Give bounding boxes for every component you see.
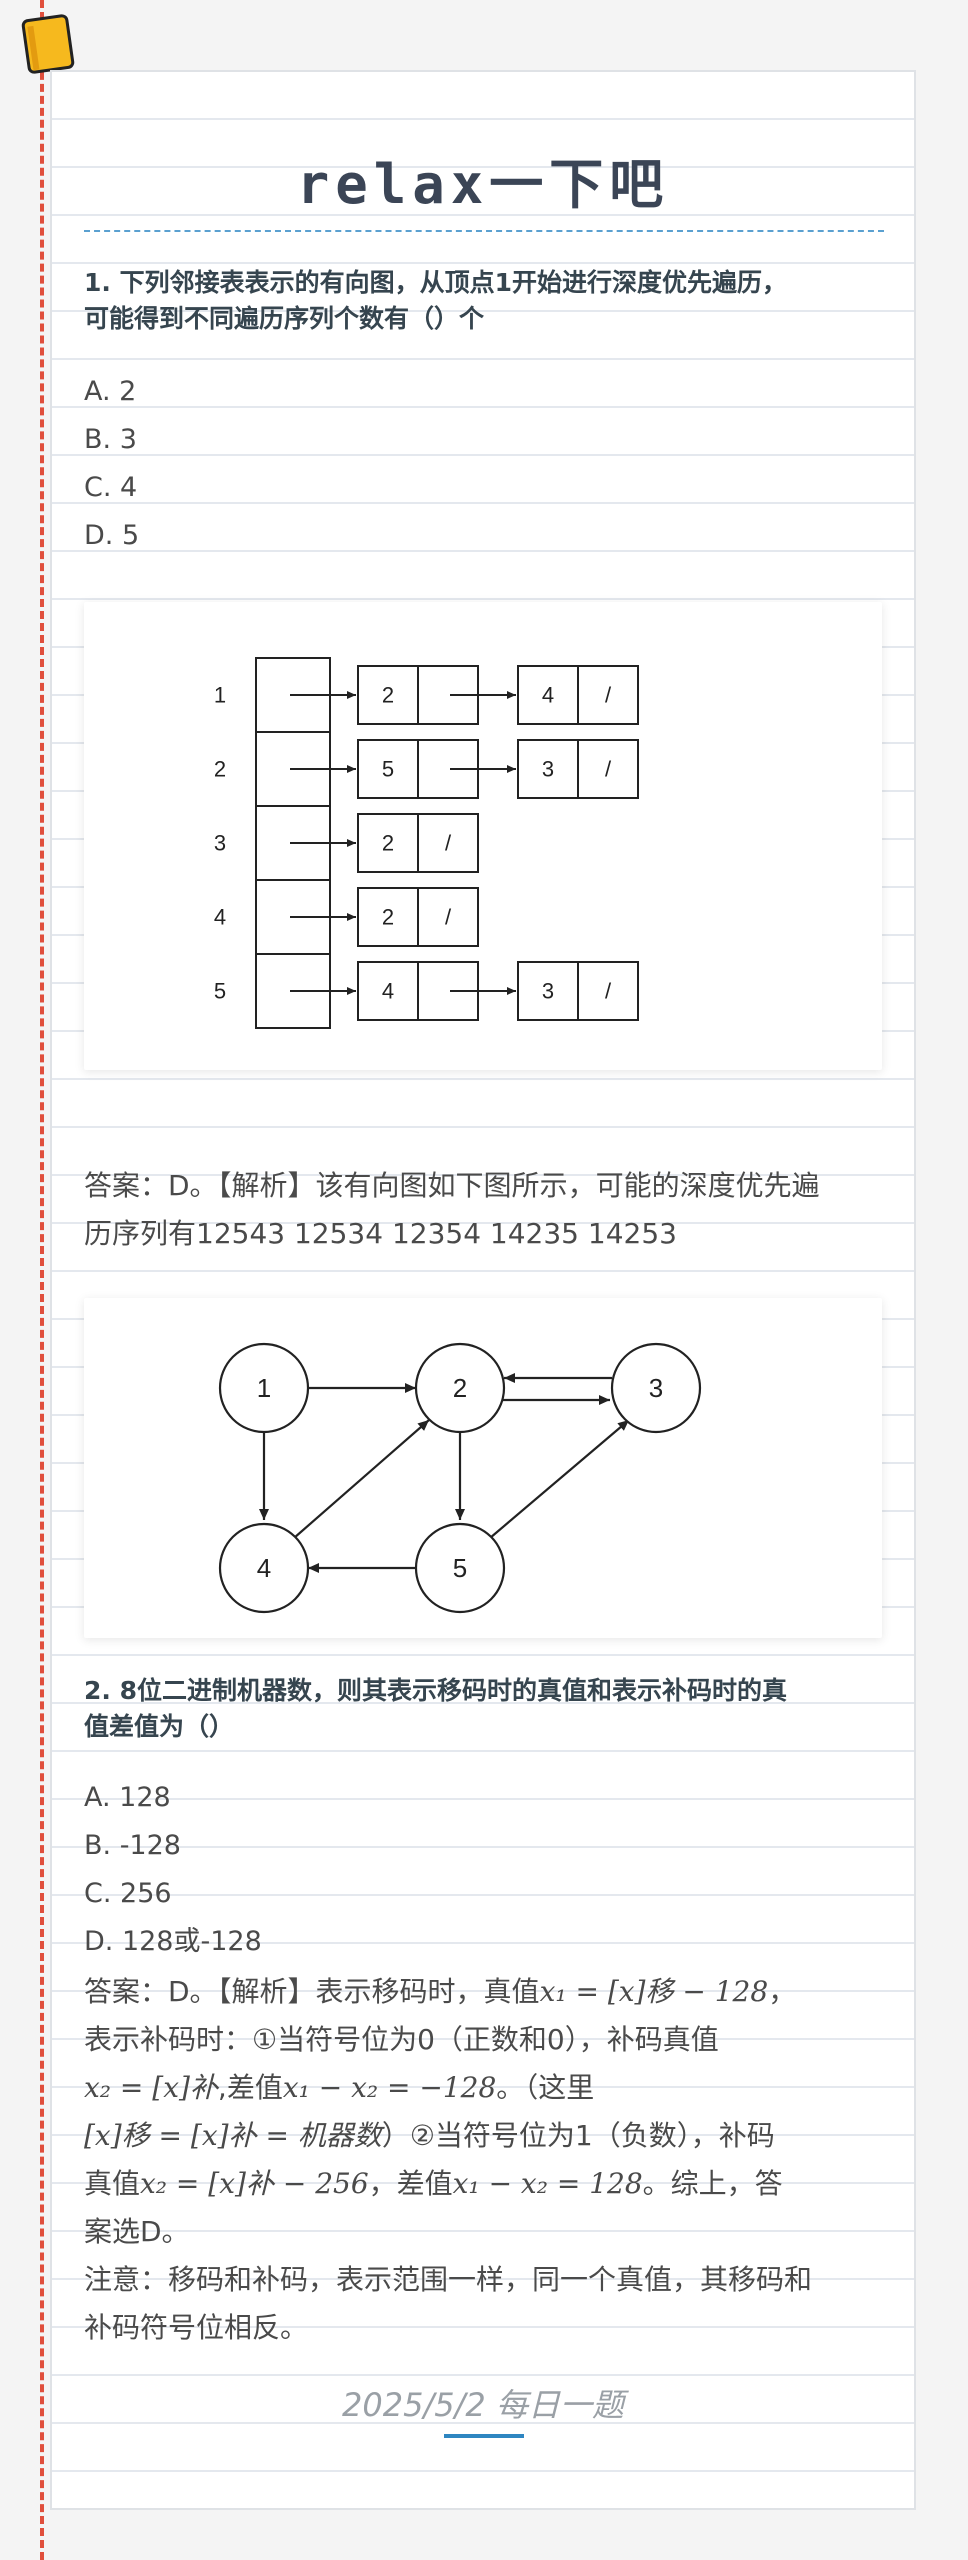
q2-question-line1: 2. 8位二进制机器数，则其表示移码时的真值和表示补码时的真 — [84, 1676, 787, 1705]
graph-node-3 — [610, 1342, 702, 1434]
directed-graph-figure: 1 2 3 4 5 — [84, 1298, 882, 1638]
q2-answer-text: 。（这里 — [496, 2071, 595, 2104]
graph-node-4 — [218, 1522, 310, 1614]
vertex-label-1: 1 — [214, 683, 226, 708]
q2-answer-math: x₁ = [x]移 − 128 — [539, 1975, 769, 2008]
adjacency-list-diagram: 1 2 3 4 5 2 / 4 / 5 3 / 2 / 2 / 4 3 / — [214, 657, 639, 1029]
q2-option-d: D. 128或-128 — [84, 1926, 262, 1957]
q2-answer-line3: x₂ = [x]补,差值x₁ − x₂ = −128。（这里 — [84, 2064, 894, 2112]
graph-node-label: 3 — [649, 1373, 663, 1403]
footer-date: 2025/5/2 每日一题 — [342, 2386, 624, 2424]
adj-node: 2 — [382, 831, 394, 856]
q1-option-a: A. 2 — [84, 376, 137, 407]
adj-node: 3 — [542, 979, 554, 1004]
q1-answer-line2: 历序列有12543 12534 12354 14235 14253 — [84, 1217, 677, 1250]
graph-node-label: 1 — [257, 1373, 271, 1403]
adjacency-list-figure: 1 2 3 4 5 2 / 4 / 5 3 / 2 / 2 / 4 3 / — [84, 602, 882, 1070]
q1-question-line1: 1. 下列邻接表表示的有向图，从顶点1开始进行深度优先遍历， — [84, 268, 787, 297]
adj-node: 4 — [542, 683, 554, 708]
q2-answer-text: 答案：D。【解析】表示移码时，真值 — [84, 1975, 540, 2008]
q2-answer-text: ， — [768, 1975, 797, 2008]
graph-node-1 — [218, 1342, 310, 1434]
adj-null: / — [605, 757, 612, 782]
adj-null: / — [605, 979, 612, 1004]
directed-graph-diagram: 1 2 3 4 5 — [218, 1342, 702, 1614]
notebook-icon — [21, 14, 75, 74]
q2-note-line2: 补码符号位相反。 — [84, 2311, 309, 2344]
vertex-label-4: 4 — [214, 905, 226, 930]
q2-answer-text: 真值 — [84, 2167, 141, 2200]
graph-node-label: 5 — [453, 1553, 467, 1583]
q2-answer-text: ）②当符号位为1（负数），补码 — [381, 2119, 775, 2152]
graph-node-label: 2 — [453, 1373, 467, 1403]
adj-null: / — [605, 683, 612, 708]
content-card — [50, 70, 916, 2510]
q2-question-line2: 值差值为（） — [84, 1712, 235, 1741]
vertex-label-2: 2 — [214, 757, 226, 782]
vertex-label-3: 3 — [214, 831, 226, 856]
q1-answer-line1: 答案：D。【解析】该有向图如下图所示，可能的深度优先遍 — [84, 1169, 820, 1202]
q1-question-line2: 可能得到不同遍历序列个数有（）个 — [84, 304, 485, 333]
q2-option-c: C. 256 — [84, 1878, 172, 1909]
q2-answer-line4: [x]移 = [x]补 = 机器数）②当符号位为1（负数），补码 — [84, 2112, 894, 2160]
q2-option-a: A. 128 — [84, 1782, 171, 1813]
adj-node: 5 — [382, 757, 394, 782]
margin-line — [40, 0, 44, 2560]
q1-option-b: B. 3 — [84, 424, 137, 455]
q2-answer-math: [x]移 = [x]补 = 机器数 — [84, 2119, 382, 2152]
q2-answer-math: x₁ − x₂ = −128 — [282, 2071, 497, 2104]
q2-answer-math: x₂ = [x]补 − 256 — [140, 2167, 369, 2200]
graph-node-label: 4 — [257, 1553, 271, 1583]
q2-answer-math: x₁ − x₂ = 128 — [452, 2167, 643, 2200]
q2-option-b: B. -128 — [84, 1830, 181, 1861]
adj-null: / — [445, 831, 452, 856]
adj-null: / — [445, 905, 452, 930]
q2-answer-text: ，差值 — [368, 2167, 453, 2200]
graph-node-5 — [414, 1522, 506, 1614]
footer-underline — [444, 2434, 524, 2438]
q1-option-c: C. 4 — [84, 472, 138, 503]
q2-note-line1: 注意：移码和补码，表示范围一样，同一个真值，其移码和 — [84, 2263, 813, 2296]
vertex-label-5: 5 — [214, 979, 226, 1004]
q2-answer-text: ,差值 — [217, 2071, 283, 2104]
q2-answer-math: x₂ = [x]补 — [84, 2071, 218, 2104]
graph-node-2 — [414, 1342, 506, 1434]
adj-node: 2 — [382, 905, 394, 930]
q1-option-d: D. 5 — [84, 520, 140, 551]
q2-answer-line5: 真值x₂ = [x]补 − 256，差值x₁ − x₂ = 128。综上，答 — [84, 2160, 894, 2208]
q2-answer-text: 。综上，答 — [642, 2167, 783, 2200]
q2-answer-line1: 答案：D。【解析】表示移码时，真值x₁ = [x]移 − 128， — [84, 1968, 894, 2016]
adj-node: 4 — [382, 979, 394, 1004]
title-divider — [84, 230, 884, 232]
page-title: relax一下吧 — [296, 153, 670, 216]
q2-answer-line6: 案选D。 — [84, 2215, 190, 2248]
q2-answer-line2: 表示补码时：①当符号位为0（正数和0），补码真值 — [84, 2023, 719, 2056]
adj-node: 2 — [382, 683, 394, 708]
adj-node: 3 — [542, 757, 554, 782]
